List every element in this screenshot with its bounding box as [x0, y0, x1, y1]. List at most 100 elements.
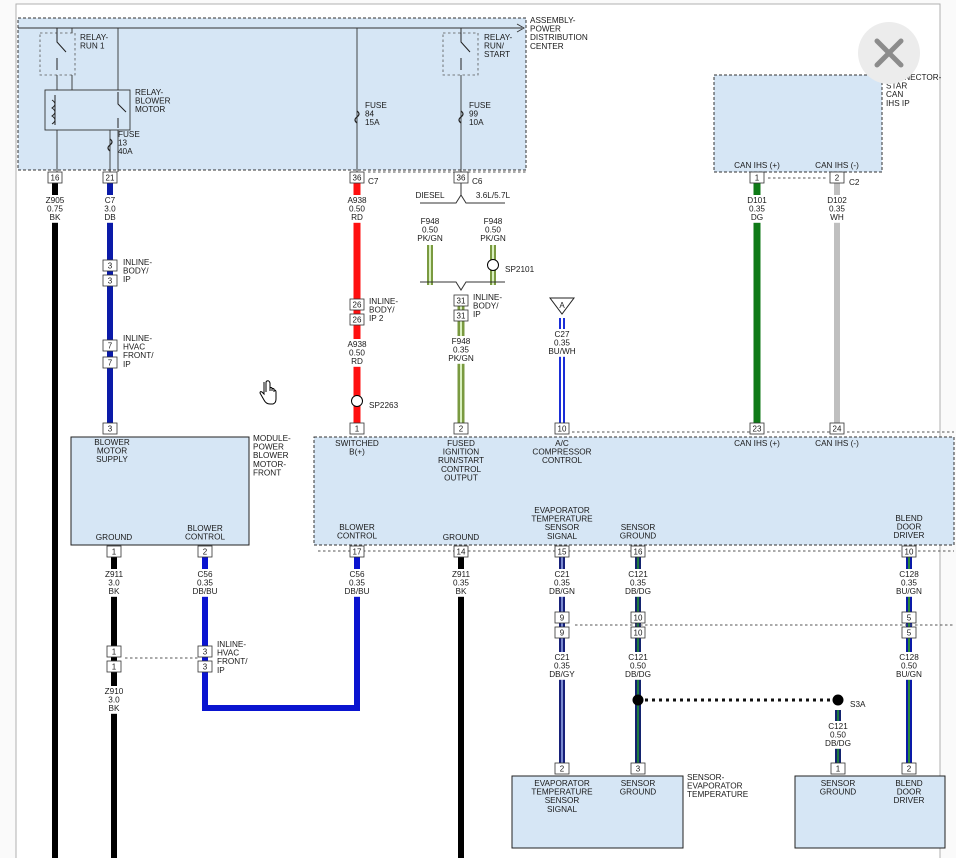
pin-box [349, 545, 365, 558]
label-line: 1 [836, 765, 841, 774]
pin-number: 9 [560, 629, 565, 638]
label-line: Z911 [452, 570, 470, 579]
label-line: 3 [108, 277, 113, 286]
label-line: EVAPORATOR [687, 782, 743, 791]
label-line: C6 [472, 177, 483, 186]
wire-label-bg [616, 569, 660, 597]
label-line: 3 [108, 425, 113, 434]
close-button[interactable] [858, 22, 920, 84]
label-line: CAN IHS (-) [815, 161, 859, 170]
splice-sp2101 [487, 259, 499, 271]
pin-number: 3 [636, 765, 641, 774]
label-line: C21 [554, 653, 569, 662]
label-line: MOTOR- [253, 460, 286, 469]
pin-box [106, 660, 122, 673]
label-line: CONTROL [542, 456, 582, 465]
label-line: Z911 [105, 570, 123, 579]
wire-label-bg [335, 339, 379, 367]
off-page-marker-label: A [559, 301, 565, 310]
label-line: SENSOR [621, 779, 656, 788]
label-line: 0.50 [830, 731, 846, 740]
label-line: HVAC [217, 649, 239, 658]
pin-box [102, 422, 118, 435]
label-line: TEMPERATURE [687, 790, 749, 799]
label-line: C2 [849, 178, 860, 187]
fuse-symbol [458, 110, 464, 124]
pin-number: 3 [108, 262, 113, 271]
pin-box [102, 274, 118, 287]
label-line: GROUND [96, 533, 132, 542]
label-line: WH [830, 213, 844, 222]
pin-box [749, 422, 765, 435]
label-line: FUSE [365, 101, 387, 110]
relay-switch [117, 92, 127, 128]
pin-number: 3 [108, 277, 113, 286]
label-line: BLOWER [187, 524, 223, 533]
pin-number: 3 [203, 648, 208, 657]
label-line: STAR [886, 82, 907, 91]
pin-number: 2 [203, 548, 208, 557]
label-line: DB/DG [625, 587, 651, 596]
label-line: DOOR [897, 523, 922, 532]
label-line: 0.35 [554, 662, 570, 671]
label-line: 5 [907, 629, 912, 638]
pin-number: 10 [634, 614, 643, 623]
wire-label-bg [88, 195, 132, 223]
label-line: EVAPORATOR [534, 506, 590, 515]
pin-box [197, 645, 213, 658]
pin-box [630, 611, 646, 624]
label-line: FRONT/ [217, 657, 248, 666]
relay-blower-box [44, 89, 131, 131]
fuse-symbol [107, 138, 113, 152]
label-line: BLOWER [253, 451, 289, 460]
pin-box [453, 422, 469, 435]
label-line: MOTOR [97, 447, 127, 456]
label-line: BK [456, 587, 467, 596]
pin-box [630, 626, 646, 639]
label-line: 3 [203, 663, 208, 672]
label-line: 26 [353, 316, 362, 325]
label-line: FRONT [253, 468, 281, 477]
label-line: CAN IHS (-) [815, 439, 859, 448]
harness-merge [420, 281, 505, 291]
label-line: 0.35 [901, 579, 917, 588]
label-line: RUN/ [484, 42, 505, 51]
label-line: 0.35 [453, 346, 469, 355]
label-line: 3.0 [108, 696, 120, 705]
label-line: TEMPERATURE [531, 788, 593, 797]
off-page-marker [549, 297, 575, 315]
label-line: OUTPUT [444, 473, 478, 482]
splice-sp2263 [351, 395, 363, 407]
label-line: 2 [459, 425, 464, 434]
label-line: 0.35 [749, 205, 765, 214]
wire-label-bg [887, 652, 931, 680]
pin-box [829, 422, 845, 435]
blower-ground-label: GROUND [96, 533, 132, 542]
pin-box [106, 545, 122, 558]
pin-number: 1 [112, 648, 117, 657]
wire-label-bg [335, 569, 379, 597]
label-line: 0.35 [554, 339, 570, 348]
pin-number: 26 [353, 316, 362, 325]
pin-box [554, 611, 570, 624]
wire-label-bg [335, 195, 379, 223]
wire-label-bg [471, 216, 515, 244]
pin-number: 3 [108, 425, 113, 434]
label-line: SENSOR- [687, 773, 725, 782]
label-line: DB [104, 213, 116, 222]
label-line: 0.35 [554, 579, 570, 588]
pin-box [102, 339, 118, 352]
label-line: C121 [628, 570, 648, 579]
label-line: 16 [51, 174, 60, 183]
